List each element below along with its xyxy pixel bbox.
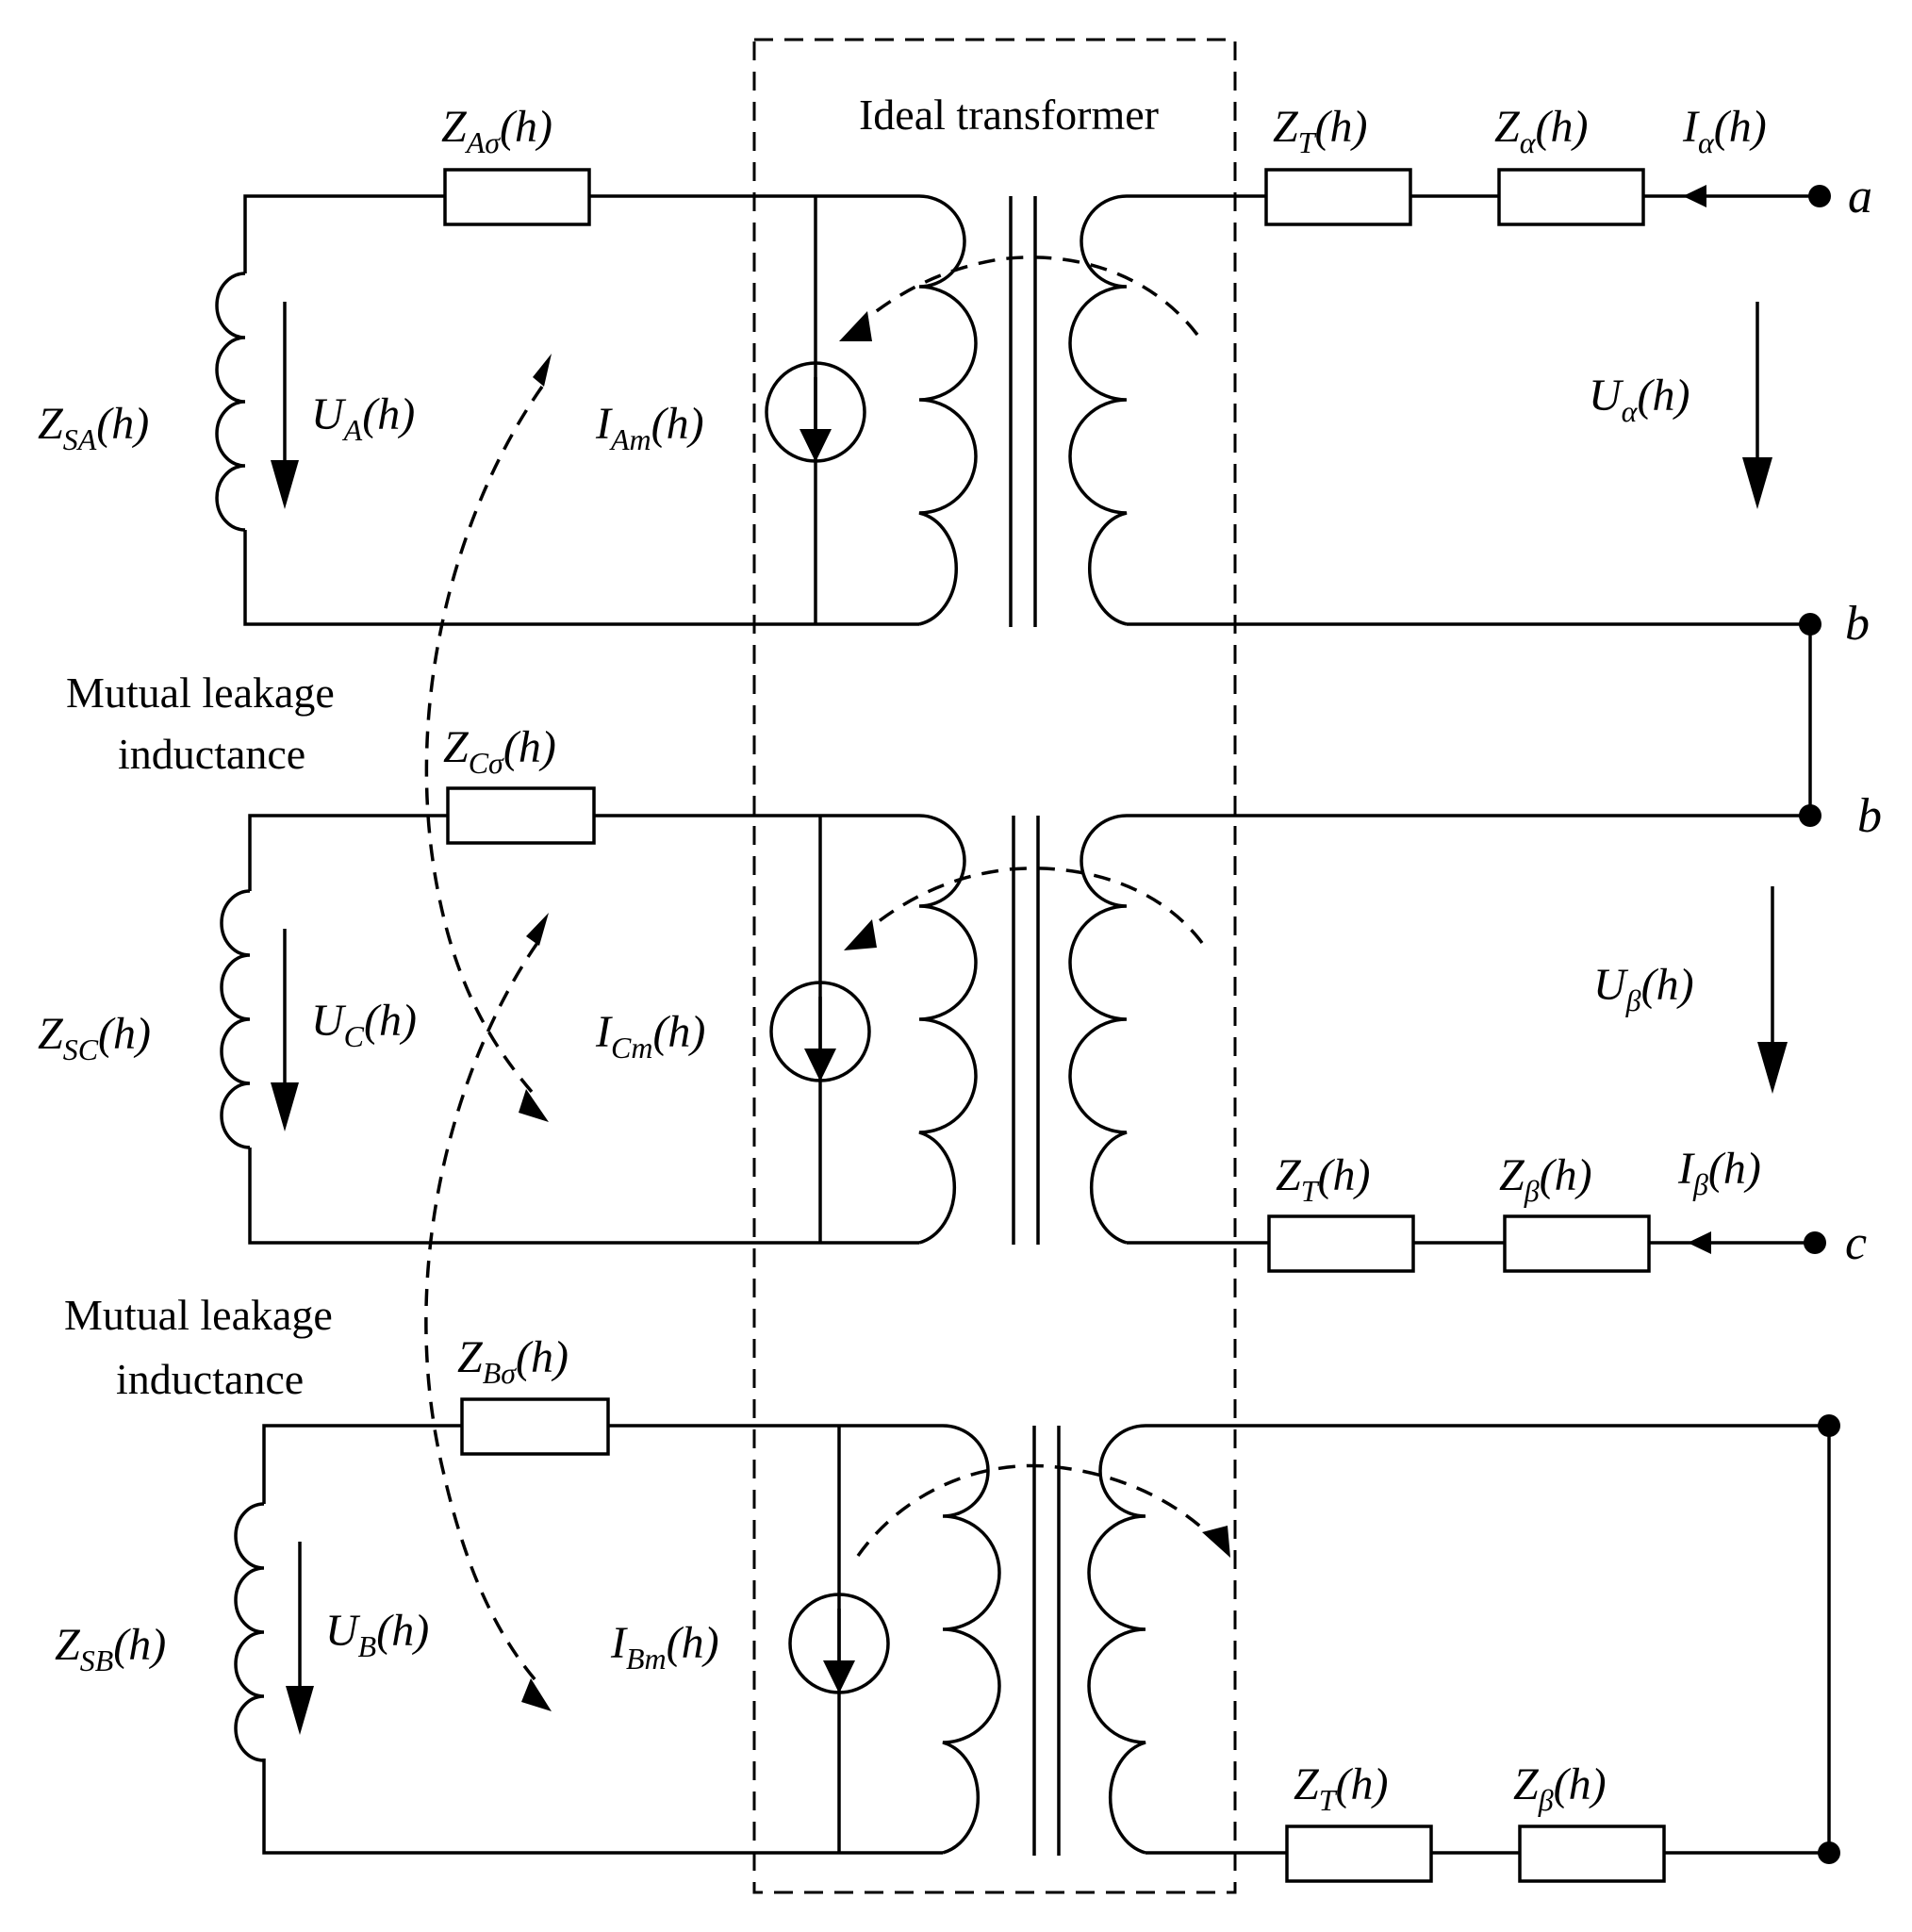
label-z-t-2: ZT(h) xyxy=(1276,1150,1370,1208)
primary-winding-a xyxy=(918,194,978,626)
label-i-alpha: Iα(h) xyxy=(1682,102,1767,159)
secondary-winding-c xyxy=(1068,814,1128,1245)
label-z-sb: ZSB(h) xyxy=(55,1620,166,1677)
label-i-am: IAm(h) xyxy=(595,399,704,456)
secondary-winding-a xyxy=(1068,194,1128,626)
terminal-a xyxy=(1808,185,1831,207)
label-z-beta-1: Zβ(h) xyxy=(1499,1150,1592,1208)
label-i-beta: Iβ(h) xyxy=(1677,1144,1761,1201)
section-c xyxy=(220,786,1826,1273)
node-c-label: c xyxy=(1845,1216,1867,1270)
resistor-z-beta-2 xyxy=(1518,1825,1666,1883)
ideal-transformer-box xyxy=(752,38,1237,1894)
label-z-alpha: Zα(h) xyxy=(1494,102,1588,159)
ideal-transformer-label: Ideal transformer xyxy=(859,91,1159,139)
resistor-z-b-sigma xyxy=(460,1397,610,1456)
flux-arc-a xyxy=(851,256,1199,337)
label-u-b: UB(h) xyxy=(325,1606,429,1663)
label-u-c: UC(h) xyxy=(311,996,417,1053)
node-b1-label: b xyxy=(1845,597,1870,651)
label-z-t-1: ZT(h) xyxy=(1273,102,1367,159)
mutual-leakage-label-1b: inductance xyxy=(118,730,305,778)
flux-arc-c xyxy=(856,867,1204,945)
resistor-z-beta-1 xyxy=(1503,1214,1651,1273)
mutual-leakage-arc-2 xyxy=(424,942,544,1690)
label-u-beta: Uβ(h) xyxy=(1593,960,1694,1017)
section-b xyxy=(234,1397,1840,1883)
mutual-leakage-label-2a: Mutual leakage xyxy=(64,1291,333,1339)
inductor-z-sa xyxy=(215,272,246,532)
label-u-a: UA(h) xyxy=(311,389,415,447)
terminal-b2 xyxy=(1799,804,1821,827)
secondary-winding-b xyxy=(1087,1424,1146,1855)
section-a xyxy=(215,168,1831,816)
label-i-bm: IBm(h) xyxy=(610,1618,719,1676)
resistor-z-t-3 xyxy=(1285,1825,1433,1883)
resistor-z-a-sigma xyxy=(443,168,591,226)
inductor-z-sc xyxy=(220,889,251,1149)
mutual-leakage-arc-1 xyxy=(424,385,544,1100)
label-z-sa: ZSA(h) xyxy=(38,399,149,456)
resistor-z-c-sigma xyxy=(446,786,596,845)
resistor-z-t-1 xyxy=(1264,168,1412,226)
resistor-z-alpha xyxy=(1497,168,1645,226)
resistor-z-t-2 xyxy=(1267,1214,1415,1273)
node-a-label: a xyxy=(1848,170,1872,223)
terminal-c xyxy=(1804,1231,1826,1254)
primary-winding-c xyxy=(918,814,978,1245)
arrow-i-alpha xyxy=(1683,185,1706,207)
node-b2-label: b xyxy=(1857,789,1882,843)
flux-arc-b xyxy=(856,1463,1223,1558)
primary-winding-b xyxy=(942,1424,1001,1855)
arrow-i-beta xyxy=(1688,1231,1711,1254)
mutual-leakage-label-2b: inductance xyxy=(116,1355,304,1403)
label-z-beta-2: Zβ(h) xyxy=(1513,1759,1607,1817)
mutual-leakage-label-1a: Mutual leakage xyxy=(66,669,335,717)
label-z-b-sigma: ZBσ(h) xyxy=(457,1332,569,1390)
label-z-t-3: ZT(h) xyxy=(1294,1759,1388,1817)
label-u-alpha: Uα(h) xyxy=(1589,371,1689,428)
inductor-z-sb xyxy=(234,1502,265,1762)
label-z-sc: ZSC(h) xyxy=(38,1009,151,1066)
label-i-cm: ICm(h) xyxy=(595,1007,705,1065)
label-z-c-sigma: ZCσ(h) xyxy=(443,722,556,780)
label-z-a-sigma: ZAσ(h) xyxy=(441,102,552,159)
